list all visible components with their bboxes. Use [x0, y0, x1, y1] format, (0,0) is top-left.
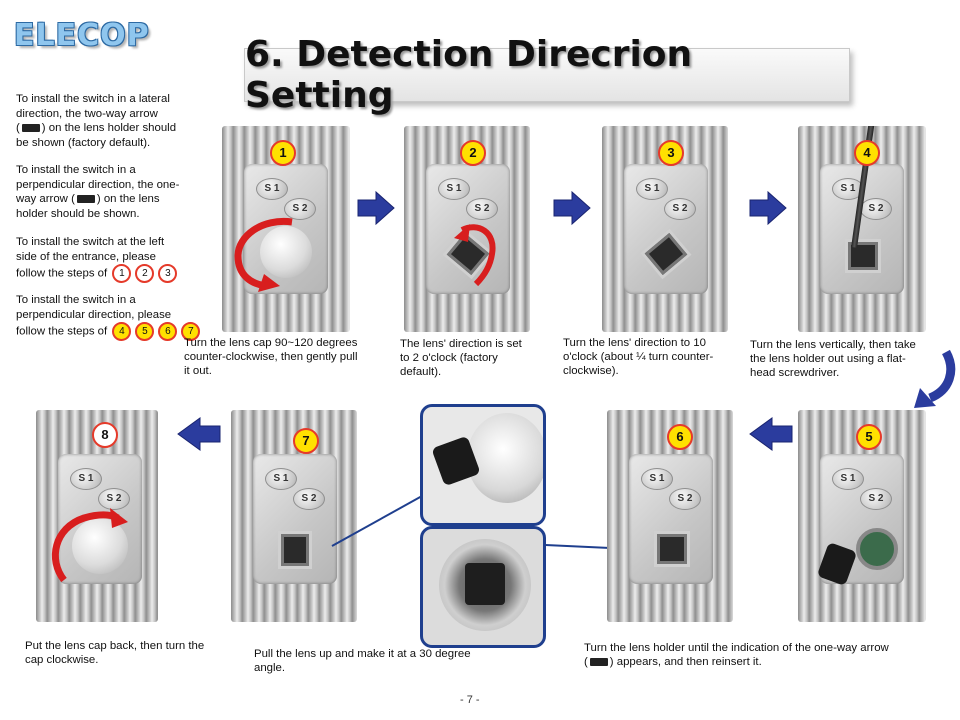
s2-button: S 2 — [860, 198, 892, 220]
lens-holder — [281, 534, 309, 566]
lens-cap — [260, 226, 312, 278]
page-title: 6. Detection Direcrion Setting — [245, 34, 693, 116]
step-5-photo: S 1 S 2 5 — [798, 410, 926, 622]
elecop-logo: ELECOP — [14, 18, 150, 53]
step-ref-badge: 3 — [158, 264, 178, 283]
switch-plate: S 1 S 2 — [58, 454, 142, 584]
step-ref-badge: 5 — [135, 322, 155, 341]
step-6-photo: S 1 S 2 6 — [607, 410, 733, 622]
page-title-banner: 6. Detection Direcrion Setting — [244, 34, 850, 116]
s2-button: S 2 — [664, 198, 696, 220]
step-8-photo: S 1 S 2 8 — [36, 410, 158, 622]
lens-holder — [657, 534, 687, 564]
step-number-badge: 7 — [293, 428, 319, 454]
lens-cap — [72, 518, 128, 574]
s1-button: S 1 — [438, 178, 470, 200]
step-8-caption: Put the lens cap back, then turn the cap… — [25, 640, 205, 666]
s2-button: S 2 — [466, 198, 498, 220]
next-arrow-icon — [553, 190, 591, 226]
instruction-perpendicular: To install the switch in a perpendicular… — [16, 164, 180, 220]
step-2-photo: S 1 S 2 2 — [404, 126, 530, 332]
switch-plate: S 1 S 2 — [629, 454, 713, 584]
next-arrow-icon — [357, 190, 395, 226]
lens-holder — [644, 232, 688, 276]
rotate-cw-arrow-icon — [51, 508, 128, 583]
page-number: - 7 - — [460, 694, 480, 706]
s1-button: S 1 — [641, 468, 673, 490]
step-ref-badge: 7 — [181, 322, 201, 341]
s1-button: S 1 — [832, 468, 864, 490]
step-ref-badge: 6 — [158, 322, 178, 341]
step-1-photo: S 1 S 2 1 — [222, 126, 350, 332]
s1-button: S 1 — [256, 178, 288, 200]
step-3-photo: S 1 S 2 3 — [602, 126, 728, 332]
step-number-badge: 1 — [270, 140, 296, 166]
zoom-detail-lens-holder — [420, 526, 546, 648]
s2-button: S 2 — [669, 488, 701, 510]
instruction-lateral: To install the switch in a lateral direc… — [16, 93, 177, 149]
one-way-arrow-icon — [589, 657, 608, 666]
step-2-caption: The lens' direction is set to 2 o'clock … — [400, 338, 522, 378]
curved-down-arrow-icon — [914, 349, 956, 408]
s2-button: S 2 — [98, 488, 130, 510]
step-4-caption: Turn the lens vertically, then take the … — [750, 339, 916, 379]
step-4-photo: S 1 S 2 4 — [798, 126, 926, 332]
switch-plate: S 1 S 2 — [253, 454, 337, 584]
instruction-left-side: To install the switch at the left side o… — [16, 235, 208, 283]
step-ref-badge: 2 — [135, 264, 155, 283]
two-way-arrow-icon — [21, 123, 40, 132]
step-7-photo: S 1 S 2 7 — [231, 410, 357, 622]
prev-arrow-icon — [177, 417, 221, 451]
s1-button: S 1 — [636, 178, 668, 200]
step-ref-badge: 1 — [112, 264, 132, 283]
switch-plate: S 1 S 2 — [624, 164, 708, 294]
step-ref-badge: 4 — [112, 322, 132, 341]
prev-arrow-icon — [749, 417, 793, 451]
step-number-badge: 8 — [92, 422, 118, 448]
s2-button: S 2 — [860, 488, 892, 510]
step-7-caption: Pull the lens up and make it at a 30 deg… — [254, 648, 471, 674]
switch-plate: S 1 S 2 — [426, 164, 510, 294]
s1-button: S 1 — [70, 468, 102, 490]
rotate-ccw-arrow-icon — [234, 217, 293, 292]
instruction-perpendicular-steps: To install the switch in a perpendicular… — [16, 293, 208, 341]
switch-plate: S 1 S 2 — [820, 164, 904, 294]
step-number-badge: 3 — [658, 140, 684, 166]
switch-plate: S 1 S 2 — [244, 164, 328, 294]
next-arrow-icon — [749, 190, 787, 226]
rotate-arrow-icon — [454, 224, 496, 287]
s1-button: S 1 — [265, 468, 297, 490]
step-3-caption: Turn the lens' direction to 10 o'clock (… — [563, 337, 714, 377]
step-6-caption: Turn the lens holder until the indicatio… — [584, 642, 889, 668]
s2-button: S 2 — [284, 198, 316, 220]
s2-button: S 2 — [293, 488, 325, 510]
zoom-detail-lens-angle — [420, 404, 546, 526]
one-way-arrow-icon — [76, 194, 95, 203]
step-number-badge: 6 — [667, 424, 693, 450]
step-1-caption: Turn the lens cap 90~120 degrees counter… — [184, 337, 358, 377]
step-number-badge: 2 — [460, 140, 486, 166]
step-number-badge: 4 — [854, 140, 880, 166]
step-number-badge: 5 — [856, 424, 882, 450]
